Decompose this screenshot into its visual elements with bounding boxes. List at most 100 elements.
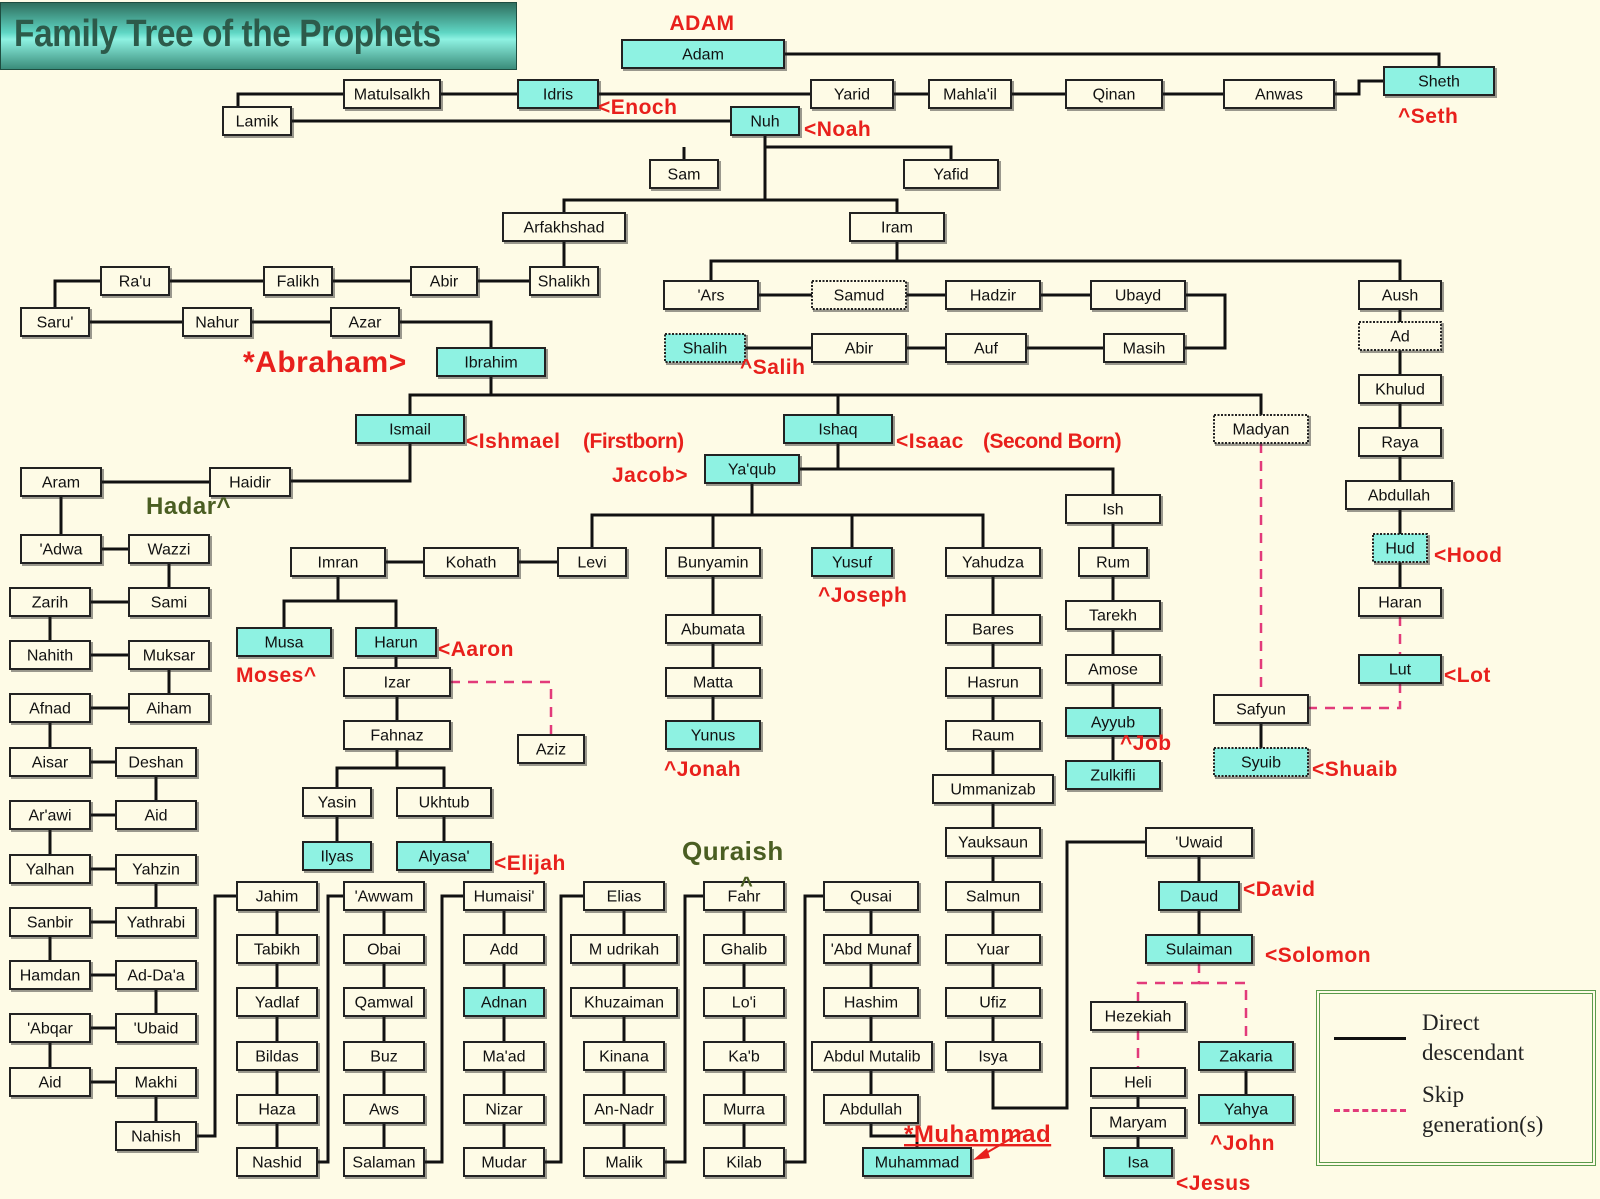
node-deshan: Deshan [115, 747, 199, 779]
node-label: An-Nadr [594, 1102, 654, 1119]
node-label: Murra [723, 1102, 765, 1119]
node-adda: Ad-Da'a [115, 960, 199, 992]
node-label: Bildas [255, 1049, 299, 1066]
node-raum: Raum [945, 720, 1043, 752]
annotation-label: <Ishmael [466, 430, 560, 453]
node-yahzin: Yahzin [115, 854, 199, 886]
node-ish: Ish [1065, 494, 1163, 526]
node-label: Abir [430, 274, 459, 291]
skip-edge-line [450, 680, 553, 735]
node-label: Madyan [1233, 422, 1290, 439]
node-label: Qamwal [355, 995, 414, 1012]
node-yuar: Yuar [945, 934, 1043, 966]
node-idris: Idris [517, 79, 601, 111]
node-label: 'Awwam [355, 889, 414, 906]
node-label: Alyasa' [418, 849, 469, 866]
node-label: Yunus [691, 728, 735, 745]
node-arfakhshad: Arfakhshad [502, 212, 628, 244]
node-label: Sam [668, 167, 701, 184]
annotation-label: <Elijah [494, 852, 566, 875]
node-uwaid: 'Uwaid [1145, 827, 1255, 859]
node-label: Sulaiman [1166, 942, 1233, 959]
edge-line [763, 135, 953, 160]
node-label: Nuh [750, 114, 779, 131]
node-label: Buz [370, 1049, 398, 1066]
node-label: Kilab [726, 1155, 762, 1172]
node-matulsalkh: Matulsalkh [343, 79, 443, 111]
annotation-label: ADAM [670, 12, 735, 35]
node-hud: Hud [1372, 533, 1430, 565]
node-label: Saru' [37, 315, 74, 332]
node-label: Izar [384, 675, 411, 692]
node-label: 'Ubaid [134, 1021, 179, 1038]
node-label: Abdullah [840, 1102, 902, 1119]
node-label: Yadlaf [255, 995, 300, 1012]
node-label: Ad-Da'a [127, 968, 184, 985]
node-nizar: Nizar [463, 1094, 547, 1126]
node-label: Maryam [1109, 1115, 1167, 1132]
node-ghalib: Ghalib [703, 934, 787, 966]
node-iram: Iram [849, 212, 947, 244]
annotation-label: ^Salih [740, 356, 805, 379]
node-yathrabi: Yathrabi [115, 907, 199, 939]
annotation-label: (Second Born) [983, 430, 1121, 453]
node-label: Hezekiah [1105, 1009, 1172, 1026]
node-label: Yarid [834, 87, 870, 104]
node-alyasa: Alyasa' [396, 841, 494, 873]
node-adnan: Adnan [463, 987, 547, 1019]
annotation-label: ^Job [1120, 732, 1172, 755]
node-yahya: Yahya [1198, 1094, 1296, 1126]
node-sami: Sami [128, 587, 212, 619]
node-izar: Izar [343, 667, 453, 699]
page-title: Family Tree of the Prophets [14, 13, 441, 55]
node-label: Falikh [277, 274, 320, 291]
node-madyan: Madyan [1213, 414, 1311, 446]
node-label: Ilyas [321, 849, 354, 866]
node-khuzaiman: Khuzaiman [570, 987, 680, 1019]
node-label: Hadzir [970, 288, 1017, 305]
node-ilyas: Ilyas [302, 841, 374, 873]
node-mudrikah: M udrikah [570, 934, 680, 966]
annotation-label: (Firstborn) [583, 430, 684, 453]
node-label: Ufiz [979, 995, 1007, 1012]
node-label: Ubayd [1115, 288, 1161, 305]
node-shalih: Shalih [664, 333, 748, 365]
annotation-label: *Muhammad [904, 1121, 1051, 1148]
annotation-label: ^John [1210, 1132, 1275, 1155]
node-label: Nizar [485, 1102, 523, 1119]
node-yarid: Yarid [810, 79, 896, 111]
node-label: Ishaq [818, 422, 857, 439]
node-elias: Elias [583, 881, 667, 913]
annotation-label: ^Joseph [818, 584, 907, 607]
node-label: Fahnaz [370, 728, 423, 745]
node-murra: Murra [703, 1094, 787, 1126]
node-khulud: Khulud [1358, 374, 1444, 406]
annotation-label: Moses^ [236, 664, 317, 687]
arrow-head-icon [973, 1148, 990, 1160]
node-ars: 'Ars [663, 280, 761, 312]
node-salaman: Salaman [343, 1147, 427, 1179]
node-ubaid: 'Ubaid [115, 1013, 199, 1045]
node-label: Ar'awi [28, 808, 71, 825]
node-label: Aid [38, 1075, 61, 1092]
node-label: Lamik [236, 114, 280, 131]
node-buz: Buz [343, 1041, 427, 1073]
node-label: Daud [1180, 889, 1218, 906]
node-abir1: Abir [410, 266, 480, 298]
node-afnad: Afnad [9, 693, 93, 725]
node-yalhan: Yalhan [9, 854, 93, 886]
node-label: Sami [151, 595, 187, 612]
node-harun: Harun [355, 627, 439, 659]
node-label: Heli [1124, 1075, 1152, 1092]
node-label: Zakaria [1219, 1049, 1272, 1066]
node-bildas: Bildas [236, 1041, 320, 1073]
node-label: Afnad [29, 701, 71, 718]
node-abdmunaf: 'Abd Munaf [823, 934, 921, 966]
node-sanbir: Sanbir [9, 907, 93, 939]
node-yadlaf: Yadlaf [236, 987, 320, 1019]
node-haran: Haran [1358, 587, 1444, 619]
arrow-line [980, 1130, 1025, 1157]
node-label: Fahr [728, 889, 762, 906]
node-aram: Aram [20, 467, 104, 499]
